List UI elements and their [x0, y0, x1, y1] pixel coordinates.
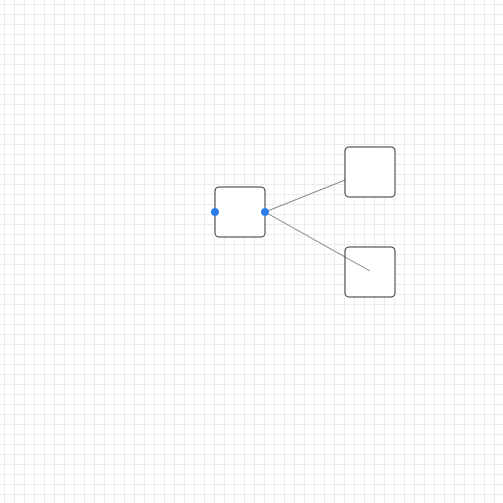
node-c[interactable]	[344, 246, 396, 298]
node-a[interactable]	[214, 186, 266, 238]
node-a-input-port[interactable]	[211, 208, 219, 216]
node-a-box[interactable]	[214, 186, 266, 238]
node-a-output-port[interactable]	[261, 208, 269, 216]
edge-node-a-to-node-b[interactable]	[264, 179, 346, 213]
edge-node-a-to-node-c-tail	[344, 256, 371, 272]
node-b-box[interactable]	[344, 146, 396, 198]
node-c-box[interactable]	[344, 246, 396, 298]
node-b[interactable]	[344, 146, 396, 198]
